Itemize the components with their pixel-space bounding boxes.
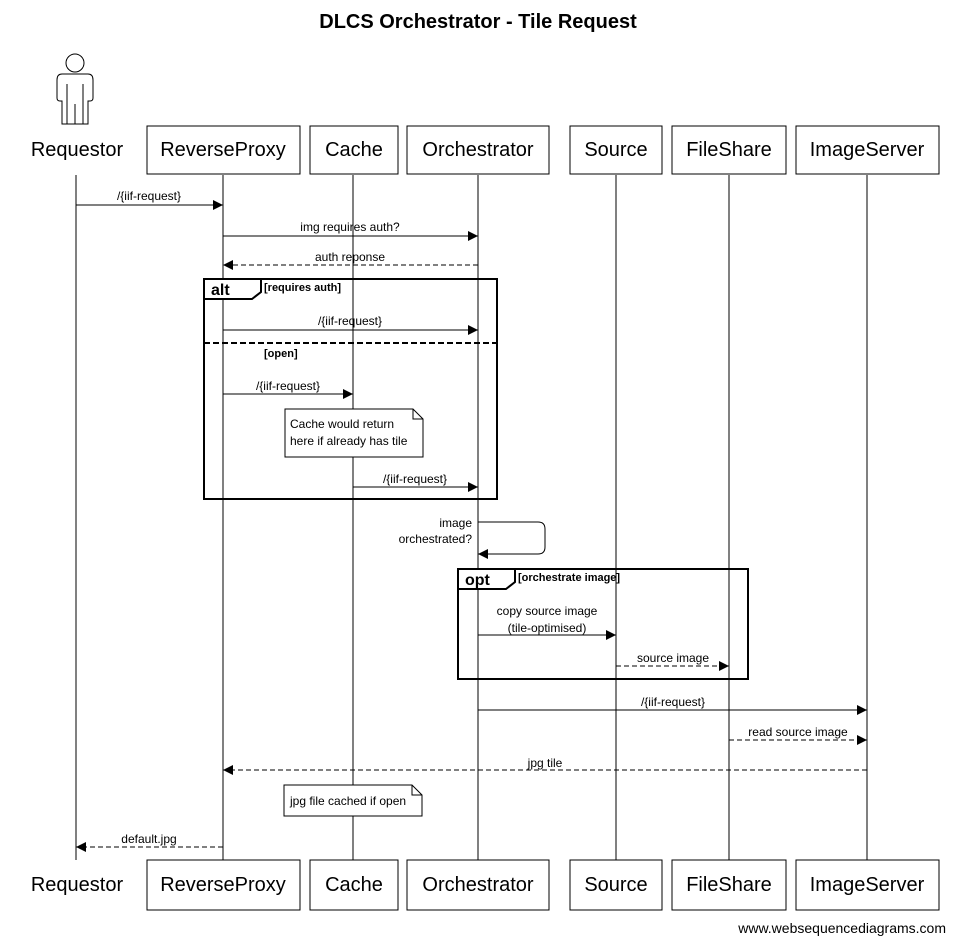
alt-operator: alt	[211, 282, 230, 299]
participant-source: Source	[584, 874, 647, 896]
message-label: orchestrated?	[399, 532, 473, 546]
message-label: auth reponse	[315, 250, 385, 264]
participant-box	[569, 859, 663, 911]
participant-box	[406, 859, 550, 911]
opt-operator: opt	[465, 572, 491, 589]
person-icon	[56, 53, 94, 125]
message-label: source image	[637, 651, 709, 665]
message-label: (tile-optimised)	[508, 621, 587, 635]
participant-box	[309, 125, 399, 175]
note-cache-return: Cache would return here if already has t…	[284, 408, 424, 458]
message-label: default.jpg	[121, 832, 176, 846]
participants-bottom: Requestor ReverseProxy Cache Orchestrato…	[31, 859, 940, 911]
participant-box	[146, 859, 301, 911]
alt-guard-open: [open]	[264, 348, 298, 360]
message-label: /{iif-request}	[318, 314, 382, 328]
opt-frame	[457, 568, 749, 680]
participant-box	[671, 125, 787, 175]
participant-box	[569, 125, 663, 175]
participant-fileshare: FileShare	[686, 874, 772, 896]
note-text: here if already has tile	[290, 434, 408, 448]
opt-guard: [orchestrate image]	[518, 572, 620, 584]
participant-imageserver: ImageServer	[810, 139, 925, 161]
participant-box	[795, 125, 940, 175]
note-text: jpg file cached if open	[289, 794, 406, 808]
participant-imageserver: ImageServer	[810, 874, 925, 896]
alt-guard-requires-auth: [requires auth]	[264, 282, 341, 294]
message-label: copy source image	[497, 604, 598, 618]
participant-fileshare: FileShare	[686, 139, 772, 161]
actor-requestor-bottom: Requestor	[31, 874, 124, 896]
actor-requestor-top: Requestor	[31, 139, 124, 161]
participant-box	[406, 125, 550, 175]
note-text: Cache would return	[290, 417, 394, 431]
footer-credit: www.websequencediagrams.com	[737, 920, 946, 936]
message-label: /{iif-request}	[256, 379, 320, 393]
participant-cache: Cache	[325, 139, 383, 161]
messages: /{iif-request} img requires auth? auth r…	[76, 189, 867, 852]
participant-orchestrator: Orchestrator	[422, 874, 533, 896]
participant-box	[146, 125, 301, 175]
participant-box	[795, 859, 940, 911]
message-label: img requires auth?	[300, 220, 400, 234]
alt-fragment: alt [requires auth] [open]	[203, 278, 498, 500]
message-label: image	[439, 516, 472, 530]
message-label: jpg tile	[527, 756, 563, 770]
participant-reverseproxy: ReverseProxy	[160, 139, 286, 161]
message-label: read source image	[748, 725, 848, 739]
message-label: /{iif-request}	[383, 472, 447, 486]
note-jpg-cached: jpg file cached if open	[283, 784, 423, 817]
participant-cache: Cache	[325, 874, 383, 896]
participants-top: Requestor ReverseProxy Cache Orchestrato…	[31, 125, 940, 175]
participant-reverseproxy: ReverseProxy	[160, 874, 286, 896]
alt-frame	[203, 278, 498, 500]
participant-orchestrator: Orchestrator	[422, 139, 533, 161]
diagram-title: DLCS Orchestrator - Tile Request	[319, 11, 637, 33]
alt-tab	[203, 278, 262, 300]
opt-tab	[457, 568, 516, 590]
participant-box	[309, 859, 399, 911]
message-label: /{iif-request}	[117, 189, 181, 203]
message-label: /{iif-request}	[641, 695, 705, 709]
participant-source: Source	[584, 139, 647, 161]
self-message-arrow	[478, 521, 546, 559]
opt-fragment: opt [orchestrate image]	[457, 568, 749, 680]
participant-box	[671, 859, 787, 911]
